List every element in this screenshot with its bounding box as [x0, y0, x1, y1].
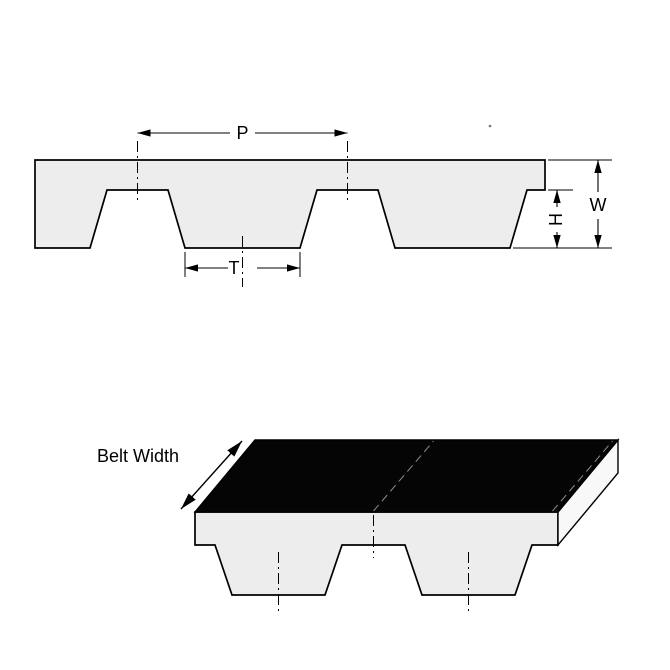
cross-section-view: P T H: [34, 123, 612, 287]
speck-artifact: [488, 124, 492, 128]
tooth-height-label: H: [546, 213, 566, 226]
belt-top-surface: [193, 439, 620, 513]
belt-width-label: Belt Width: [97, 446, 179, 466]
tooth-width-dimension: T: [184, 236, 301, 287]
isometric-view: Belt Width: [97, 438, 620, 613]
belt-thickness-dimension: W: [548, 159, 612, 248]
belt-thickness-label: W: [590, 195, 607, 215]
belt-width-arrow: [180, 440, 243, 510]
belt-width-annotation: Belt Width: [97, 440, 243, 510]
pitch-dimension: P: [137, 123, 348, 143]
top-surface-groove-centerline-middle: [373, 440, 434, 512]
pitch-label: P: [236, 123, 248, 143]
top-surface-groove-centerline-right: [552, 440, 613, 512]
tooth-height-dimension: H: [513, 189, 612, 249]
tooth-width-label: T: [229, 258, 240, 278]
belt-profile-outline: [34, 159, 546, 249]
belt-front-face: [194, 511, 559, 596]
